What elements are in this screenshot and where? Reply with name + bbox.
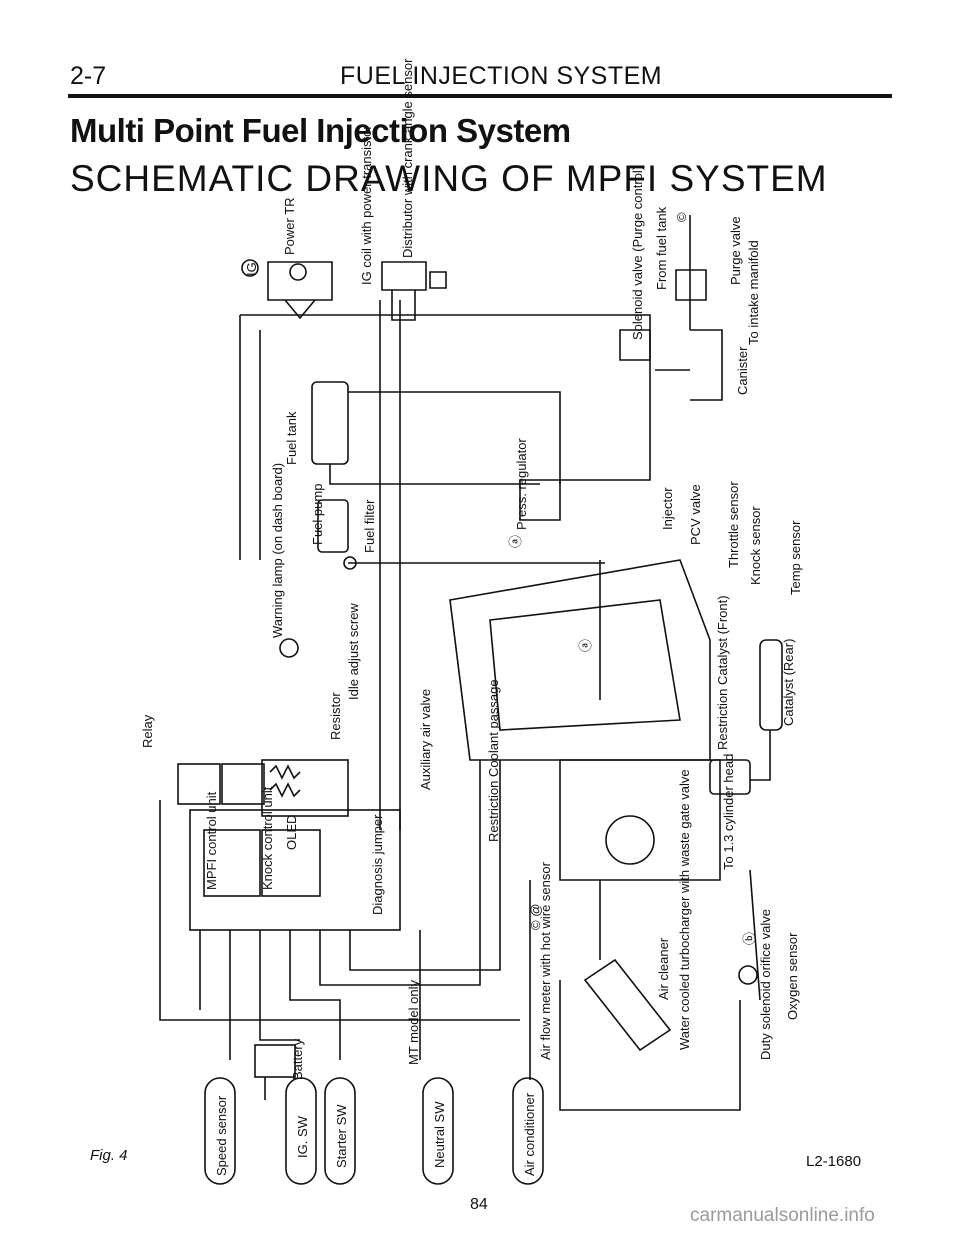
label-from-fuel-tank: From fuel tank <box>654 206 669 290</box>
relay-symbol <box>177 763 265 805</box>
label-mt-model: MT model only <box>406 979 421 1065</box>
page-heading: Multi Point Fuel Injection System <box>70 112 571 149</box>
label-neutral-sw: Neutral SW <box>432 1101 447 1168</box>
label-purge-valve: Purge valve <box>728 216 743 285</box>
label-auxiliary-air: Auxiliary air valve <box>418 689 433 790</box>
figure-number: Fig. 4 <box>90 1147 128 1164</box>
label-air-conditioner: Air conditioner <box>522 1092 537 1176</box>
battery-symbol <box>254 1044 296 1100</box>
label-catalyst-rear: Catalyst (Rear) <box>781 639 796 726</box>
label-duty-solenoid: Duty solenoid orifice valve <box>758 909 773 1060</box>
catalyst-symbol <box>709 639 783 795</box>
label-canister: Canister <box>735 346 750 395</box>
label-ig: IG <box>244 262 259 276</box>
ig-coil-distributor-symbol <box>381 261 447 321</box>
label-b-marker: ⓑ <box>742 932 757 945</box>
label-c-marker: © <box>674 212 689 222</box>
label-press-regulator: Press. regulator <box>514 438 529 530</box>
label-pcv: PCV valve <box>688 484 703 545</box>
label-restriction-coolant: Restriction Coolant passage <box>486 679 501 842</box>
label-idle-screw: Idle adjust screw <box>346 603 361 700</box>
label-power-tr: Power TR <box>282 197 297 255</box>
diagram-title: SCHEMATIC DRAWING OF MPFI SYSTEM <box>70 158 828 199</box>
label-fuel-tank: Fuel tank <box>284 411 299 465</box>
label-temp-sensor: Temp sensor <box>788 520 803 595</box>
label-turbo: Water cooled turbocharger with waste gat… <box>677 769 692 1050</box>
label-air-cleaner: Air cleaner <box>656 937 671 1000</box>
engine-block <box>449 479 711 761</box>
switch-tubes <box>204 1077 544 1185</box>
label-battery: Battery <box>290 1038 305 1080</box>
watermark: carmanualsonline.info <box>690 1205 875 1226</box>
power-tr-symbol <box>241 259 333 320</box>
label-to-intake: To intake manifold <box>746 240 761 345</box>
page-number: 84 <box>470 1196 488 1213</box>
air-cleaner-symbol <box>583 880 672 1052</box>
control-unit-box <box>189 809 401 931</box>
section-number: 2-7 <box>70 62 107 90</box>
label-mpfi-unit: MPFI control unit <box>204 791 219 890</box>
page-header: 2-7 FUEL INJECTION SYSTEM <box>70 62 890 94</box>
label-distributor: Distributor with crank angle sensor <box>400 58 415 258</box>
label-knock-unit: Knock control unit <box>260 786 275 890</box>
label-injector: Injector <box>660 487 675 530</box>
label-oled: OLED <box>284 815 299 850</box>
label-a-marker-2: ⓐ <box>578 639 593 652</box>
label-diagnosis: Diagnosis jumper <box>370 814 385 915</box>
section-title: FUEL INJECTION SYSTEM <box>340 62 663 90</box>
label-to-cylinder: To 1.3 cylinder head <box>721 754 736 870</box>
label-ig-sw: IG. SW <box>295 1115 310 1158</box>
label-resistor: Resistor <box>328 692 343 740</box>
label-air-flow: Air flow meter with hot wire sensor <box>538 861 553 1060</box>
label-speed-sensor: Speed sensor <box>214 1095 229 1176</box>
label-solenoid-valve: Solenoid valve (Purge control) <box>630 166 645 340</box>
label-starter-sw: Starter SW <box>334 1104 349 1168</box>
fuel-tank-symbol <box>311 381 561 485</box>
label-knock-sensor: Knock sensor <box>748 506 763 585</box>
label-warning-lamp: Warning lamp (on dash board) <box>270 463 285 638</box>
label-restriction-catalyst: Restriction Catalyst (Front) <box>715 595 730 750</box>
label-ca: © @ <box>528 904 543 930</box>
warning-lamp-symbol <box>279 638 299 658</box>
turbocharger-symbol <box>559 759 721 881</box>
header-rule <box>68 94 892 98</box>
figure-code: L2-1680 <box>806 1153 862 1170</box>
fuel-pump-symbol <box>317 499 605 570</box>
label-fuel-pump: Fuel pump <box>310 484 325 545</box>
label-a-marker-1: ⓐ <box>508 535 523 548</box>
label-oxygen: Oxygen sensor <box>785 932 800 1020</box>
label-relay: Relay <box>140 714 155 748</box>
label-throttle-sensor: Throttle sensor <box>726 481 741 568</box>
resistor-block <box>261 759 349 817</box>
label-fuel-filter: Fuel filter <box>362 499 377 553</box>
label-ig-coil: IG coil with power transistor <box>359 125 374 285</box>
